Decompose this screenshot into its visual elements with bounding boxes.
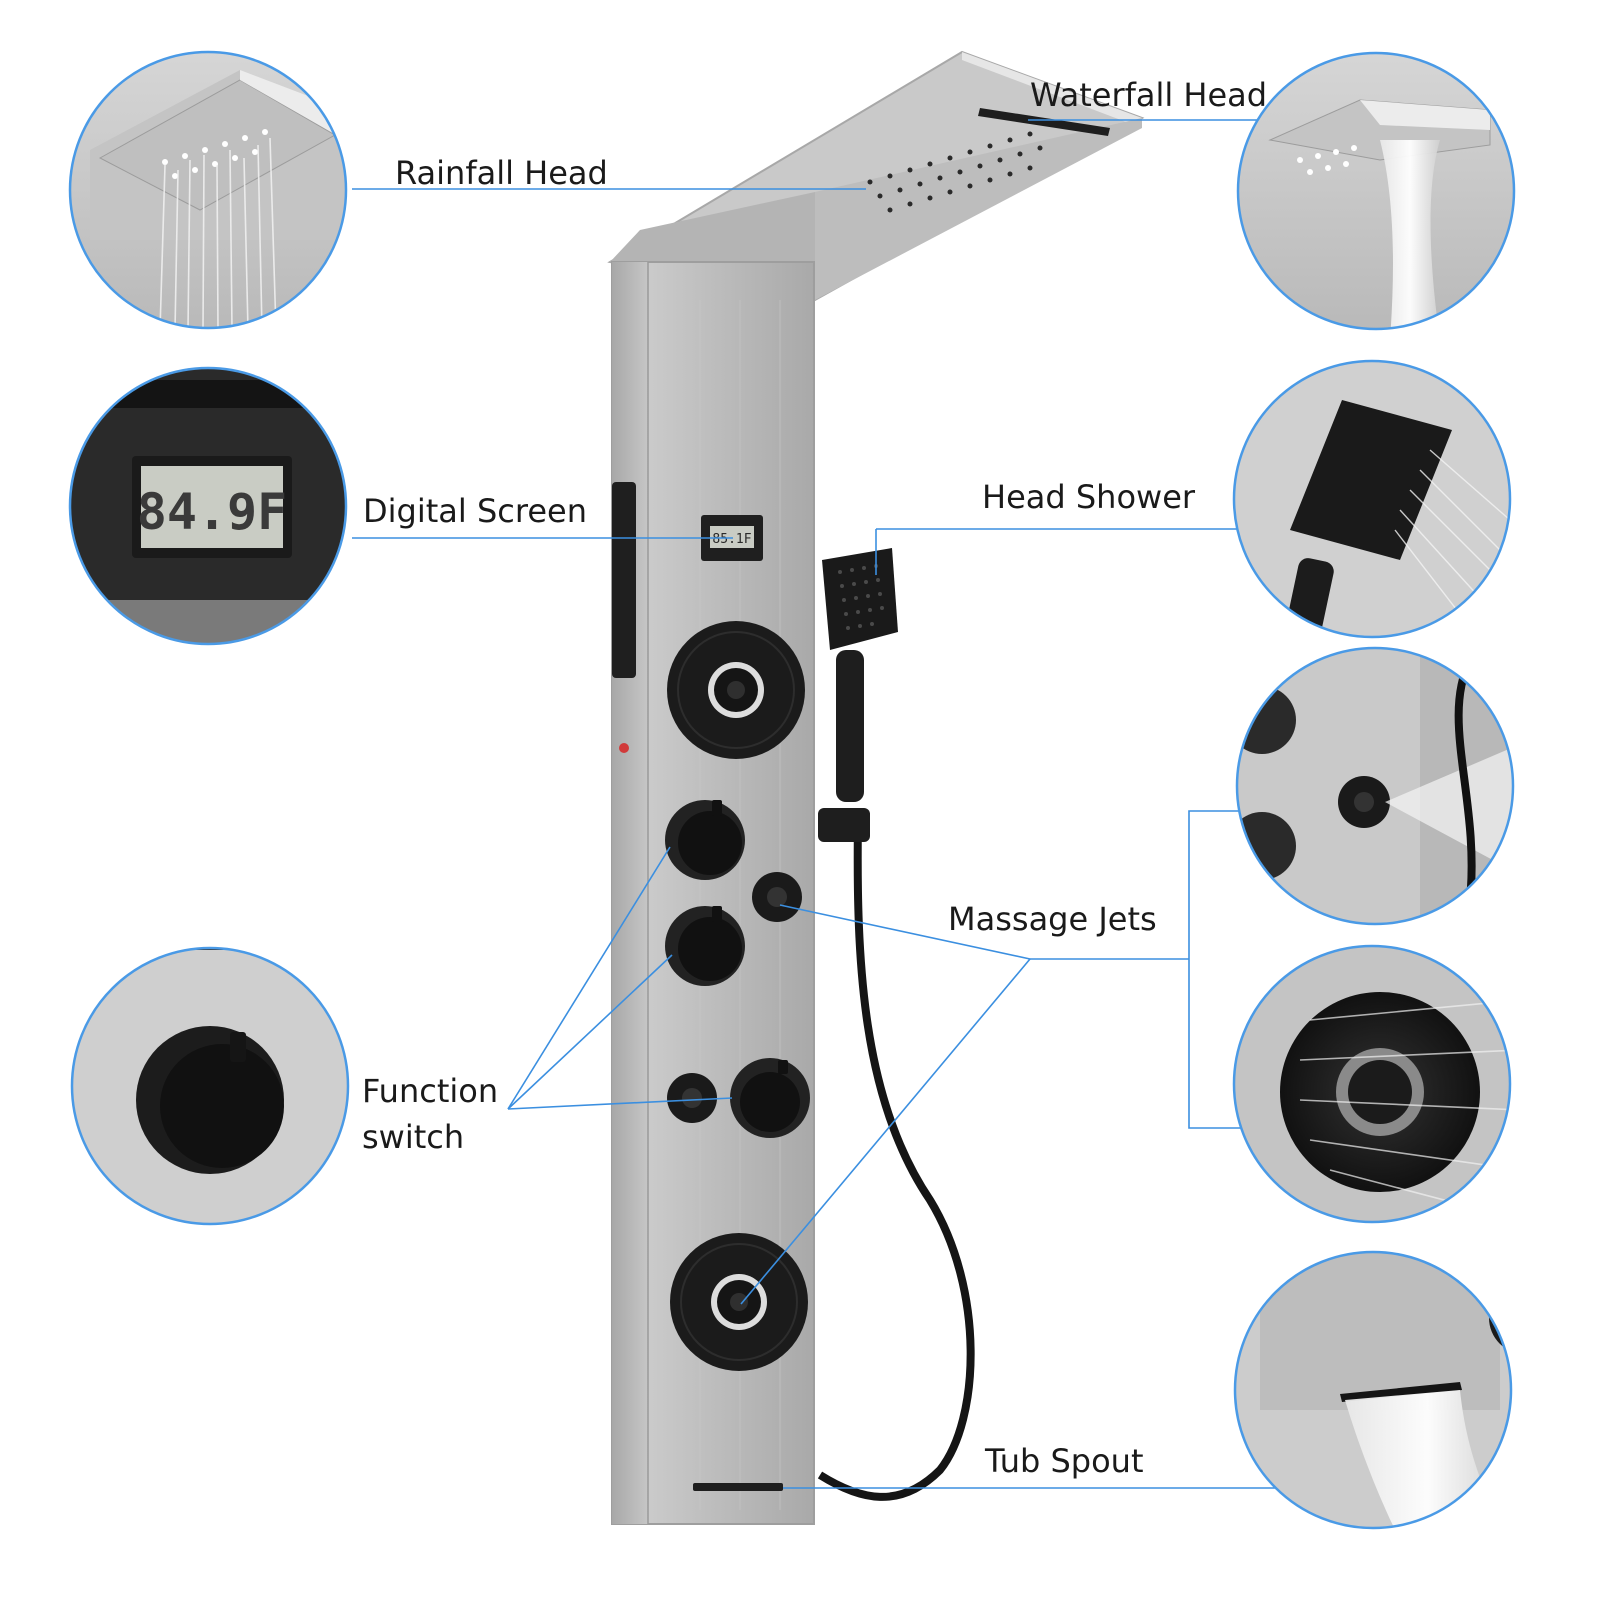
label-digital-screen: Digital Screen xyxy=(363,492,587,530)
label-waterfall-head: Waterfall Head xyxy=(1030,76,1268,114)
massage-jet-icon xyxy=(667,621,805,759)
label-rainfall-head: Rainfall Head xyxy=(395,154,608,192)
panel-temperature: 85.1F xyxy=(712,532,751,547)
label-massage-jets: Massage Jets xyxy=(948,900,1157,938)
label-function-switch-line1: Function xyxy=(362,1072,499,1110)
head-shower-zoom-photo xyxy=(1234,361,1510,637)
shower-panel xyxy=(607,50,1145,1525)
rainfall-zoom-photo xyxy=(70,52,346,328)
function-switch-zoom-photo xyxy=(72,948,348,1224)
rainfall-head-icon xyxy=(867,131,1043,213)
massage-jet-zoom-photo-small xyxy=(1237,648,1513,924)
massage-jet-icon xyxy=(670,1233,808,1371)
tub-spout-icon xyxy=(693,1483,783,1491)
zoom-temperature: 84.9F xyxy=(137,483,288,541)
hand-shower-icon xyxy=(817,548,975,1501)
label-head-shower: Head Shower xyxy=(982,478,1196,516)
label-function-switch: Function switch xyxy=(362,1068,498,1161)
massage-jet-icon xyxy=(752,872,802,922)
massage-jet-zoom-photo-large xyxy=(1234,946,1510,1222)
function-knob-icon xyxy=(665,906,745,986)
label-tub-spout: Tub Spout xyxy=(985,1442,1144,1480)
function-knob-icon xyxy=(730,1058,810,1138)
indicator-light xyxy=(619,743,629,753)
massage-jet-icon xyxy=(667,1073,717,1123)
side-strip xyxy=(612,482,636,678)
label-function-switch-line2: switch xyxy=(362,1118,465,1157)
waterfall-zoom-photo xyxy=(1238,53,1514,329)
callout-lines xyxy=(352,119,1288,1489)
function-knob-icon xyxy=(665,800,745,880)
waterfall-head-icon xyxy=(978,108,1110,136)
